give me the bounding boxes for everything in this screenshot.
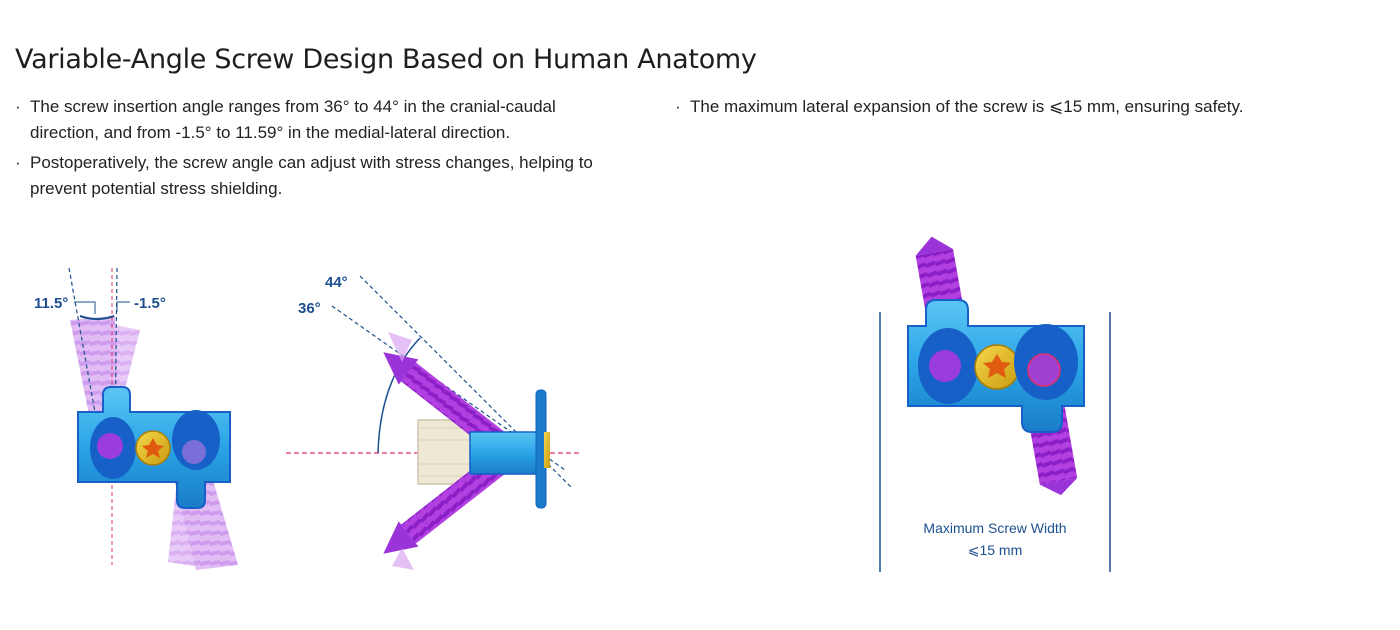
spacer-ridges <box>418 427 478 477</box>
page-title: Variable-Angle Screw Design Based on Hum… <box>15 44 757 75</box>
left-bullet-list: · The screw insertion angle ranges from … <box>15 94 605 206</box>
caption-line-2: ⩽15 mm <box>968 542 1023 558</box>
figure-cranial-caudal: 44° 36° <box>286 274 580 570</box>
bullet-text: Postoperatively, the screw angle can adj… <box>30 153 593 198</box>
screw-head-hex <box>182 440 206 464</box>
bullet-item: · Postoperatively, the screw angle can a… <box>15 150 605 202</box>
figure-medial-lateral: 11.5° -1.5° <box>34 267 238 570</box>
screw-head-purple <box>97 433 123 459</box>
locking-screw-side <box>544 432 550 468</box>
angle-guide-line <box>68 267 101 441</box>
angle-label-36: 36° <box>298 300 321 317</box>
bullet-item: · The maximum lateral expansion of the s… <box>675 94 1375 120</box>
angle-label-neg-1-5: -1.5° <box>134 295 166 312</box>
bullet-text: The maximum lateral expansion of the scr… <box>690 97 1244 116</box>
right-bullet-list: · The maximum lateral expansion of the s… <box>675 94 1375 124</box>
bullet-dot: · <box>15 153 21 172</box>
figure-max-width: Maximum Screw Width ⩽15 mm <box>879 236 1111 572</box>
screw-head-hex <box>1027 353 1061 387</box>
angle-arc <box>79 315 115 320</box>
caption-line-1: Maximum Screw Width <box>923 520 1066 536</box>
bullet-text: The screw insertion angle ranges from 36… <box>30 97 556 142</box>
angle-label-11-5: 11.5° <box>34 295 68 312</box>
bullet-dot: · <box>675 97 681 116</box>
angle-label-44: 44° <box>325 274 348 291</box>
angle-arc <box>377 337 421 454</box>
label-leader-line <box>74 301 96 314</box>
angle-guide-44 <box>359 275 573 489</box>
star-drive-icon <box>983 354 1011 378</box>
screw-lower-ghost <box>392 548 414 570</box>
screw-head-purple <box>929 350 961 382</box>
bullet-dot: · <box>15 97 21 116</box>
screw-upper-ghost <box>388 332 412 362</box>
bullet-item: · The screw insertion angle ranges from … <box>15 94 605 146</box>
star-drive-icon <box>142 438 164 458</box>
label-leader-line <box>116 301 130 312</box>
plate-side <box>469 431 543 475</box>
